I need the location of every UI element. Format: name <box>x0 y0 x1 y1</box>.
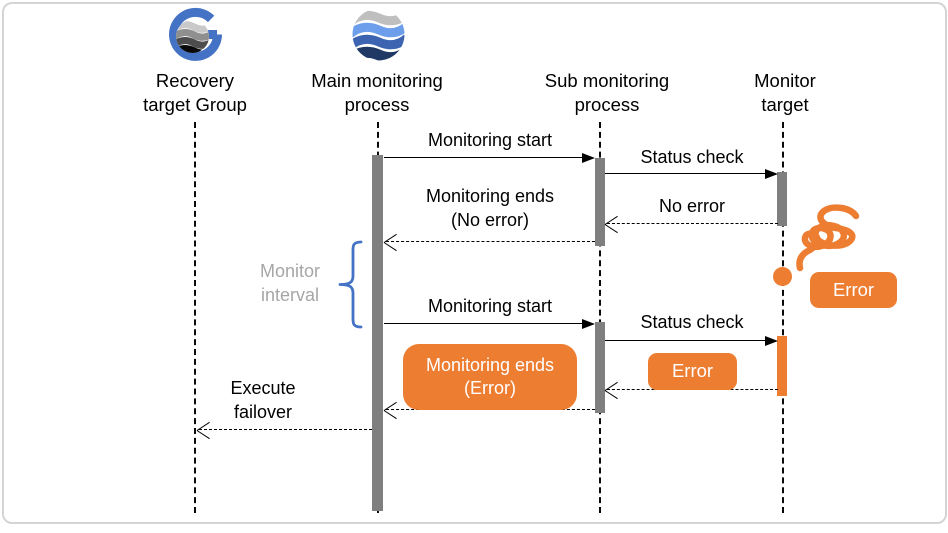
recovery-group-icon <box>169 7 222 61</box>
activation-bar-target-2-error <box>777 336 787 396</box>
arrowhead-filled-right-icon <box>765 335 778 346</box>
actor-label-main-monitoring-process: Main monitoring process <box>311 70 443 115</box>
arrowhead-open-left-icon <box>384 402 400 418</box>
lifeline-recovery-target-group <box>194 122 196 513</box>
main-monitoring-icon <box>352 8 405 61</box>
actor-label-monitor-target: Monitor target <box>754 70 816 115</box>
arrowhead-open-left-icon <box>605 216 621 232</box>
message-label-no-error: No error <box>658 196 725 216</box>
message-label-monitoring-start-2: Monitoring start <box>427 296 553 316</box>
activation-bar-sub-2 <box>595 322 605 413</box>
message-line-monitoring-start-1 <box>384 157 584 158</box>
arrowhead-open-left-icon <box>384 234 400 250</box>
actor-label-sub-monitoring-process: Sub monitoring process <box>544 70 670 115</box>
arrowhead-filled-right-icon <box>765 168 778 179</box>
activation-bar-main <box>372 155 383 511</box>
activation-bar-sub-1 <box>595 158 605 246</box>
canvas-border <box>2 2 947 524</box>
message-label-status-check-2: Status check <box>640 312 744 332</box>
message-label-status-check-1: Status check <box>640 147 744 167</box>
arrowhead-filled-right-icon <box>582 318 595 329</box>
message-line-monitoring-start-2 <box>384 323 584 324</box>
monitor-interval-label: Monitor interval <box>259 261 321 305</box>
message-line-status-check-2 <box>605 340 766 341</box>
activation-bar-target-1 <box>777 172 787 226</box>
lifeline-monitor-target <box>782 122 784 513</box>
lifeline-sub-monitoring-process <box>599 122 601 513</box>
message-label-monitoring-start-1: Monitoring start <box>427 130 553 150</box>
error-point-dot <box>773 267 792 286</box>
arrowhead-open-left-icon <box>197 422 213 438</box>
error-callout-sub: Error <box>648 353 737 390</box>
message-line-monitoring-ends-no-error <box>386 241 595 242</box>
monitor-interval-brace <box>338 240 363 329</box>
arrowhead-filled-right-icon <box>582 152 595 163</box>
message-line-status-check-1 <box>605 173 766 174</box>
actor-label-recovery-target-group: Recovery target Group <box>143 70 247 115</box>
message-label-monitoring-ends-no-error: Monitoring ends (No error) <box>425 186 555 230</box>
message-line-no-error <box>607 223 778 224</box>
monitoring-ends-error-callout: Monitoring ends (Error) <box>403 344 577 410</box>
error-spiral-icon <box>796 204 860 272</box>
arrowhead-open-left-icon <box>605 382 621 398</box>
message-line-execute-failover <box>199 429 372 430</box>
message-label-execute-failover: Execute failover <box>230 378 296 422</box>
error-callout-target: Error <box>810 272 897 308</box>
